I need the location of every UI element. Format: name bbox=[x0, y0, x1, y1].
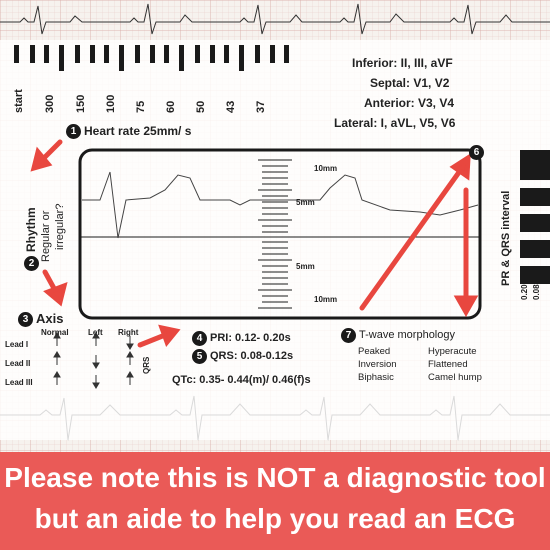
step-3-badge: 3 bbox=[18, 312, 33, 327]
step-7-label: T-wave morphology bbox=[359, 329, 455, 341]
interval-tick-008: 0.08 bbox=[532, 284, 541, 300]
twave-item-flattened: Flattened bbox=[428, 359, 468, 370]
rate-label-100: 100 bbox=[105, 94, 117, 113]
step-3-label: Axis bbox=[36, 311, 64, 326]
lead-group-lateral: Lateral: I, aVL, V5, V6 bbox=[334, 116, 456, 130]
step-2-question-1: Regular or bbox=[40, 210, 52, 262]
qtc-label: QTc: 0.35- 0.44(m)/ 0.46(f)s bbox=[172, 374, 311, 386]
rate-label-150: 150 bbox=[75, 94, 87, 113]
rate-label-300: 300 bbox=[44, 94, 56, 113]
axis-arrows bbox=[53, 332, 134, 389]
ecg-ruler-card bbox=[0, 40, 550, 440]
disclaimer-line-2: but an aide to help you read an ECG bbox=[34, 503, 516, 534]
rate-label-37: 37 bbox=[255, 100, 267, 113]
axis-col-normal: Normal bbox=[41, 328, 69, 337]
rate-label-60: 60 bbox=[165, 100, 177, 113]
axis-row-lead-1: Lead I bbox=[5, 340, 29, 349]
step-2-question-2: irregular? bbox=[54, 203, 66, 250]
step-1-badge: 1 bbox=[66, 124, 81, 139]
measurement-window bbox=[78, 148, 482, 320]
rate-label-start: start bbox=[13, 89, 25, 113]
rate-scale-bars bbox=[14, 45, 289, 71]
lead-group-septal: Septal: V1, V2 bbox=[370, 76, 450, 90]
twave-item-hyperacute: Hyperacute bbox=[428, 346, 477, 357]
step-4-badge: 4 bbox=[192, 331, 207, 346]
step-5-badge: 5 bbox=[192, 349, 207, 364]
window-mark-top-5mm: 5mm bbox=[296, 198, 315, 207]
lead-group-inferior: Inferior: II, III, aVF bbox=[352, 56, 453, 70]
window-mark-bottom-5mm: 5mm bbox=[296, 262, 315, 271]
lead-group-anterior: Anterior: V3, V4 bbox=[364, 96, 455, 110]
axis-row-lead-3: Lead III bbox=[5, 378, 33, 387]
interval-tick-020: 0.20 bbox=[520, 284, 529, 300]
twave-item-inversion: Inversion bbox=[358, 359, 397, 370]
step-5-label: QRS: 0.08-0.12s bbox=[210, 350, 294, 362]
axis-col-right: Right bbox=[118, 328, 139, 337]
window-ecg-trace bbox=[82, 171, 479, 239]
step-6-label: PR & QRS interval bbox=[500, 190, 512, 286]
twave-item-biphasic: Biphasic bbox=[358, 372, 394, 383]
axis-row-lead-2: Lead II bbox=[5, 359, 31, 368]
disclaimer-line-1: Please note this is NOT a diagnostic too… bbox=[4, 462, 546, 493]
axis-col-left: Left bbox=[88, 328, 103, 337]
ecg-trace-top bbox=[0, 3, 550, 35]
step-7-badge: 7 bbox=[341, 328, 356, 343]
rate-label-43: 43 bbox=[225, 100, 237, 113]
rate-label-50: 50 bbox=[195, 100, 207, 113]
window-mark-bottom-10mm: 10mm bbox=[314, 295, 338, 304]
disclaimer-banner: Please note this is NOT a diagnostic too… bbox=[0, 452, 550, 550]
step-1-label: Heart rate 25mm/ s bbox=[84, 124, 192, 138]
red-arrows bbox=[30, 139, 479, 348]
twave-item-peaked: Peaked bbox=[358, 346, 391, 357]
twave-item-camel-hump: Camel hump bbox=[428, 372, 482, 383]
window-mark-top-10mm: 10mm bbox=[314, 164, 338, 173]
step-2-label: Rhythm bbox=[24, 207, 38, 252]
step-6-badge: 6 bbox=[469, 145, 484, 160]
step-2-badge: 2 bbox=[24, 256, 39, 271]
interval-blocks bbox=[520, 150, 550, 284]
center-scale-ticks bbox=[258, 159, 292, 309]
axis-side-label: QRS bbox=[142, 356, 151, 374]
step-4-label: PRI: 0.12- 0.20s bbox=[210, 332, 291, 344]
rate-label-75: 75 bbox=[135, 100, 147, 113]
